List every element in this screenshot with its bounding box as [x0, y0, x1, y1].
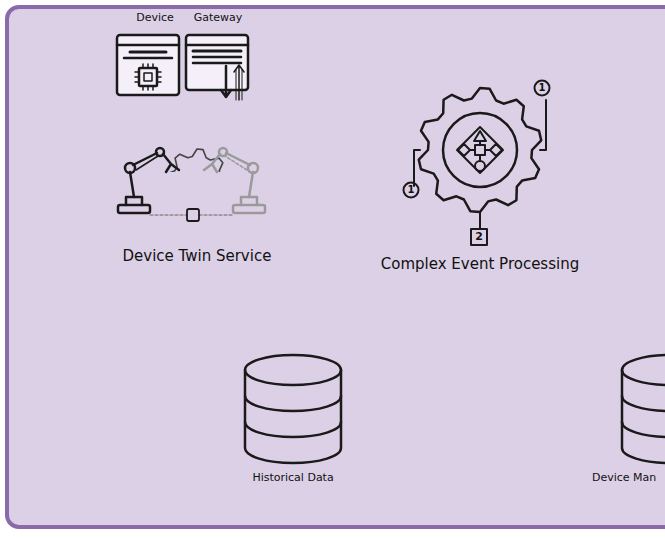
wire [479, 213, 481, 229]
database-cylinder [245, 355, 341, 463]
callout-circle [535, 81, 550, 96]
service-label: Complex Event Processing [381, 256, 579, 273]
storage-label: Historical Data [252, 472, 333, 485]
link-line [150, 214, 233, 215]
callout-number: 1 [539, 82, 546, 94]
robot-arm [204, 148, 265, 213]
storage-label: Device Man [592, 472, 656, 485]
flow-symbol [457, 127, 503, 173]
device-card [117, 35, 179, 95]
gear-outline [419, 88, 541, 212]
service-label: Device Twin Service [123, 248, 272, 265]
icon-label: Device [136, 12, 174, 25]
twin-sync-box [187, 209, 199, 221]
callout-number: 1 [408, 184, 415, 196]
callout-circle [404, 183, 419, 198]
wire [414, 150, 420, 186]
database-cylinder [622, 355, 665, 463]
wire [540, 100, 546, 150]
icon-label: Gateway [194, 12, 243, 25]
robot-arm [118, 148, 179, 213]
callout-box [471, 229, 487, 245]
callout-number: 2 [475, 231, 483, 244]
gateway-card [186, 35, 248, 100]
